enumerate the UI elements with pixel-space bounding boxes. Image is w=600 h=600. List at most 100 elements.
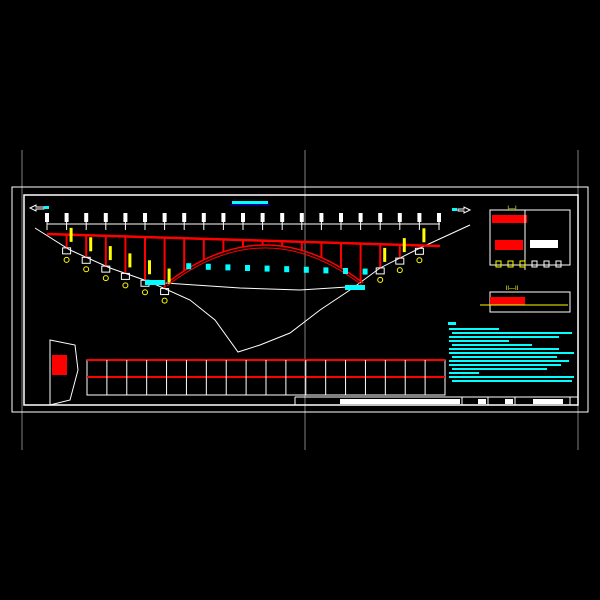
pier-number-label [221,213,226,222]
note-line [449,360,569,362]
pile-marker [108,246,112,261]
section-1-pile [555,260,562,268]
note-line [449,352,574,354]
elevation-marker-icon [63,256,70,263]
elevation-label [362,268,368,275]
pile-marker [69,227,73,242]
direction-arrow-right-icon [452,206,472,214]
pile-marker [89,237,93,252]
pier-number-label [358,213,363,222]
elevation-label [205,263,211,270]
note-line [452,368,547,370]
elevation-label [264,265,270,272]
pier-number-label [260,213,265,222]
section-labels: I—I II—II [506,206,519,292]
direction-arrow-left-icon [28,204,49,212]
title-text-block [340,399,460,404]
pier-number-label [182,213,187,222]
elevation-marker-icon [102,275,109,282]
pier-footing [120,272,130,280]
pier-number-label [437,213,441,222]
section-label-1: I—I [507,206,517,212]
section-label-2: II—II [506,286,519,292]
pier-footing [101,265,111,273]
pier-footing [160,288,170,296]
note-line [452,344,532,346]
pile-marker [402,238,406,253]
section-1-pile [495,260,502,268]
general-notes [448,322,574,382]
elevation-label [245,264,250,271]
arch-rib-lower [166,247,364,287]
plan-abutment-left [49,339,79,406]
note-line [449,336,559,338]
note-line [452,380,572,382]
pier-footing [395,257,405,265]
pier-footing [81,256,91,264]
elevation-marker-icon [83,266,90,273]
elevation-marker-icon [396,267,403,274]
elevation-marker-icon [142,289,148,296]
section-2-deck [490,297,525,305]
pier-number-label [45,213,49,222]
pier-number-label [84,213,89,222]
note-line [452,332,572,334]
arch-rib-upper [166,244,364,284]
pile-marker [128,253,132,268]
pier-number-label [162,213,167,222]
section-1-crossbeam-right [530,240,558,248]
pier-number-label [319,213,324,222]
pier-number-label [299,213,304,222]
outer-frame [11,186,589,413]
pile-marker [148,260,151,275]
pier-number-label [339,213,343,222]
pier-number-label [103,213,108,222]
section-1-pile [531,260,538,268]
note-line [449,348,559,350]
pier-footing [62,247,72,255]
pier-number-label [241,213,245,222]
section-1-pile [519,260,526,268]
elevation-label [284,266,290,273]
elevation-label [225,264,231,271]
section-1-pile [507,260,514,268]
plan-abutment-fill [52,355,67,375]
ground-line [34,224,471,353]
elevation-label [303,266,309,273]
cross-sections [480,209,571,313]
arch-springing-label [345,285,365,290]
pier-number-label [397,213,402,222]
elevation-marker-icon [122,282,129,289]
pier-number-label [143,213,147,222]
elevation-marker-icon [161,297,168,304]
elevation-marker-icon [377,276,384,283]
bridge-elevation [46,227,441,304]
arch-springing-label [145,280,165,285]
pile-marker [383,247,387,262]
pier-number-label [378,213,383,222]
pier-number-label [201,213,206,222]
pile-marker [167,268,171,283]
section-1-crossbeam [495,240,523,250]
pier-number-label [280,213,285,222]
elevation-label [343,267,348,274]
pier-footing [375,267,385,275]
note-line [452,356,557,358]
elevation-label [186,263,192,270]
inner-frame [23,194,579,406]
note-line [449,376,574,378]
note-line [449,328,499,330]
elevation-title [230,201,270,206]
bridge-plan [49,339,446,406]
dimension-row [45,213,441,230]
note-line [449,364,561,366]
pier-footing [414,247,424,255]
pier-number-label [123,213,128,222]
elevation-marker-icon [416,257,423,264]
ground-profile [34,224,471,353]
notes-heading [448,322,456,325]
section-1-deck [492,215,527,223]
title-block [294,396,578,405]
foundation-line [164,282,364,291]
